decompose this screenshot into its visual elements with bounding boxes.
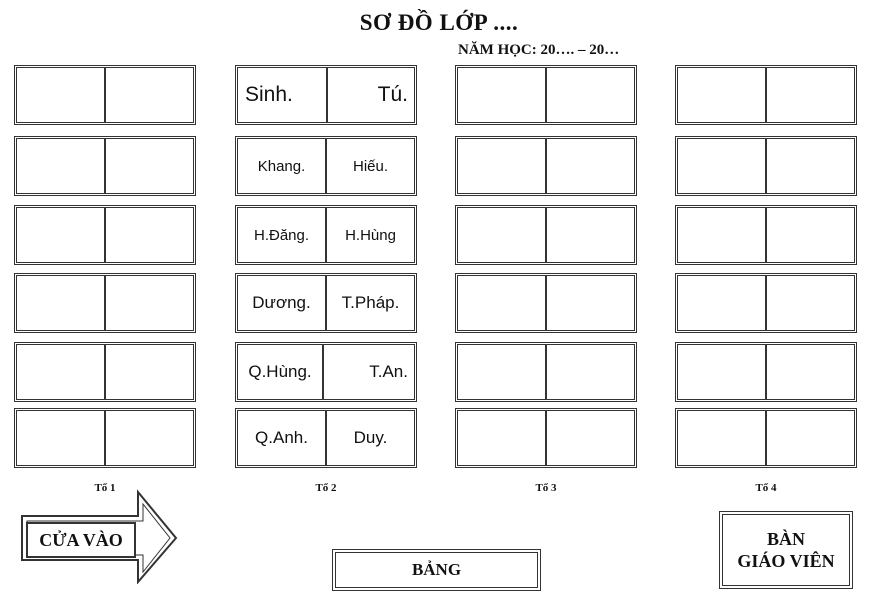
group-label-2: Tổ 2 xyxy=(315,482,337,494)
seat: Q.Hùng. xyxy=(238,345,323,399)
seat xyxy=(105,345,193,399)
desk xyxy=(455,342,637,402)
seat xyxy=(17,139,105,193)
desk: H.Đăng. H.Hùng xyxy=(235,205,417,265)
seat xyxy=(766,345,854,399)
seat: Hiếu. xyxy=(326,139,414,193)
seat xyxy=(17,345,105,399)
seat xyxy=(546,276,634,330)
seat xyxy=(678,139,766,193)
student-name: Khang. xyxy=(257,157,306,175)
desk xyxy=(455,273,637,333)
desk xyxy=(455,205,637,265)
desk xyxy=(455,408,637,468)
seat xyxy=(546,345,634,399)
seat: T.Pháp. xyxy=(326,276,414,330)
student-name: T.An. xyxy=(369,362,408,381)
seat xyxy=(766,276,854,330)
seat: Sinh. xyxy=(238,68,327,122)
entrance-label: CỬA VÀO xyxy=(26,522,136,558)
student-name: H.Hùng xyxy=(345,226,396,244)
seat xyxy=(17,411,105,465)
seat: Q.Anh. xyxy=(238,411,326,465)
desk xyxy=(675,136,857,196)
student-name: Dương. xyxy=(252,293,311,312)
seat xyxy=(766,411,854,465)
desk xyxy=(675,65,857,125)
seat: Dương. xyxy=(238,276,326,330)
seat xyxy=(105,208,193,262)
student-name: T.Pháp. xyxy=(341,293,400,312)
desk xyxy=(675,205,857,265)
desk: Q.Hùng. T.An. xyxy=(235,342,417,402)
seat xyxy=(546,411,634,465)
student-name: Q.Anh. xyxy=(255,428,308,447)
seat xyxy=(458,276,546,330)
desk xyxy=(14,273,196,333)
desk xyxy=(675,273,857,333)
desk xyxy=(455,65,637,125)
seat: Duy. xyxy=(326,411,414,465)
student-name: Sinh. xyxy=(245,83,293,106)
seat xyxy=(546,139,634,193)
seat xyxy=(458,411,546,465)
desk xyxy=(14,205,196,265)
seat xyxy=(458,208,546,262)
seat xyxy=(458,68,546,122)
desk: Dương. T.Pháp. xyxy=(235,273,417,333)
student-name: Hiếu. xyxy=(352,157,389,175)
seat xyxy=(105,411,193,465)
desk xyxy=(14,65,196,125)
group-label-3: Tổ 3 xyxy=(535,482,557,494)
desk xyxy=(14,408,196,468)
desk: Sinh. Tú. xyxy=(235,65,417,125)
seat xyxy=(458,345,546,399)
seat xyxy=(17,276,105,330)
teacher-desk-line1: BÀN xyxy=(766,529,805,549)
desk: Q.Anh. Duy. xyxy=(235,408,417,468)
student-name: Duy. xyxy=(353,428,388,447)
seat xyxy=(546,68,634,122)
desk xyxy=(14,342,196,402)
desk xyxy=(675,342,857,402)
desk: Khang. Hiếu. xyxy=(235,136,417,196)
seat: Tú. xyxy=(326,68,415,122)
board: BẢNG xyxy=(332,549,541,591)
seat xyxy=(678,345,766,399)
seat xyxy=(766,208,854,262)
seat: H.Hùng xyxy=(326,208,414,262)
seat xyxy=(766,139,854,193)
seat xyxy=(458,139,546,193)
desk xyxy=(455,136,637,196)
seat: H.Đăng. xyxy=(238,208,326,262)
student-name: H.Đăng. xyxy=(253,226,310,244)
group-label-1: Tổ 1 xyxy=(94,482,116,494)
teacher-desk-line2: GIÁO VIÊN xyxy=(737,551,835,571)
seat xyxy=(105,276,193,330)
seat: Khang. xyxy=(238,139,326,193)
seat xyxy=(17,208,105,262)
seat xyxy=(766,68,854,122)
desk xyxy=(675,408,857,468)
seat xyxy=(678,68,766,122)
seat xyxy=(105,68,193,122)
seat xyxy=(678,276,766,330)
group-label-4: Tổ 4 xyxy=(755,482,777,494)
teacher-desk: BÀN GIÁO VIÊN xyxy=(719,511,853,589)
seat xyxy=(678,208,766,262)
student-name: Tú. xyxy=(377,83,408,106)
seat xyxy=(17,68,105,122)
seat xyxy=(546,208,634,262)
student-name: Q.Hùng. xyxy=(248,362,312,381)
school-year: NĂM HỌC: 20…. – 20… xyxy=(458,42,620,58)
seat xyxy=(105,139,193,193)
desk xyxy=(14,136,196,196)
page-title: SƠ ĐỒ LỚP .... xyxy=(359,10,519,35)
seat xyxy=(678,411,766,465)
seat: T.An. xyxy=(323,345,414,399)
